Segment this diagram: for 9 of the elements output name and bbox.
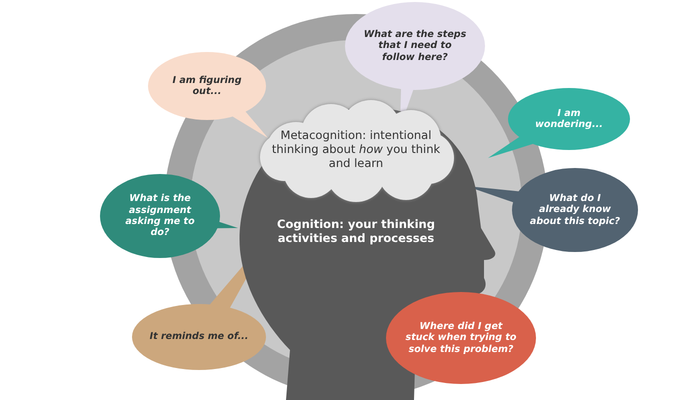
- cloud-text: Metacognition: intentional thinking about how you think and learn: [271, 129, 441, 171]
- cognition-text: Cognition: your thinking activities and processes: [276, 218, 436, 246]
- bubble-text: What is the assignment asking me to do?: [124, 193, 196, 239]
- bubble-text: Where did I get stuck when trying to solve this problem?: [406, 320, 516, 356]
- bubble-text: I am wondering...: [534, 108, 604, 130]
- bubble-text: What are the steps that I need to follow here?: [363, 28, 467, 64]
- bubble-text: I am figuring out...: [171, 74, 242, 98]
- bubble-text: What do I already know about this topic?: [528, 192, 622, 228]
- bubble-text: It reminds me of...: [150, 331, 248, 343]
